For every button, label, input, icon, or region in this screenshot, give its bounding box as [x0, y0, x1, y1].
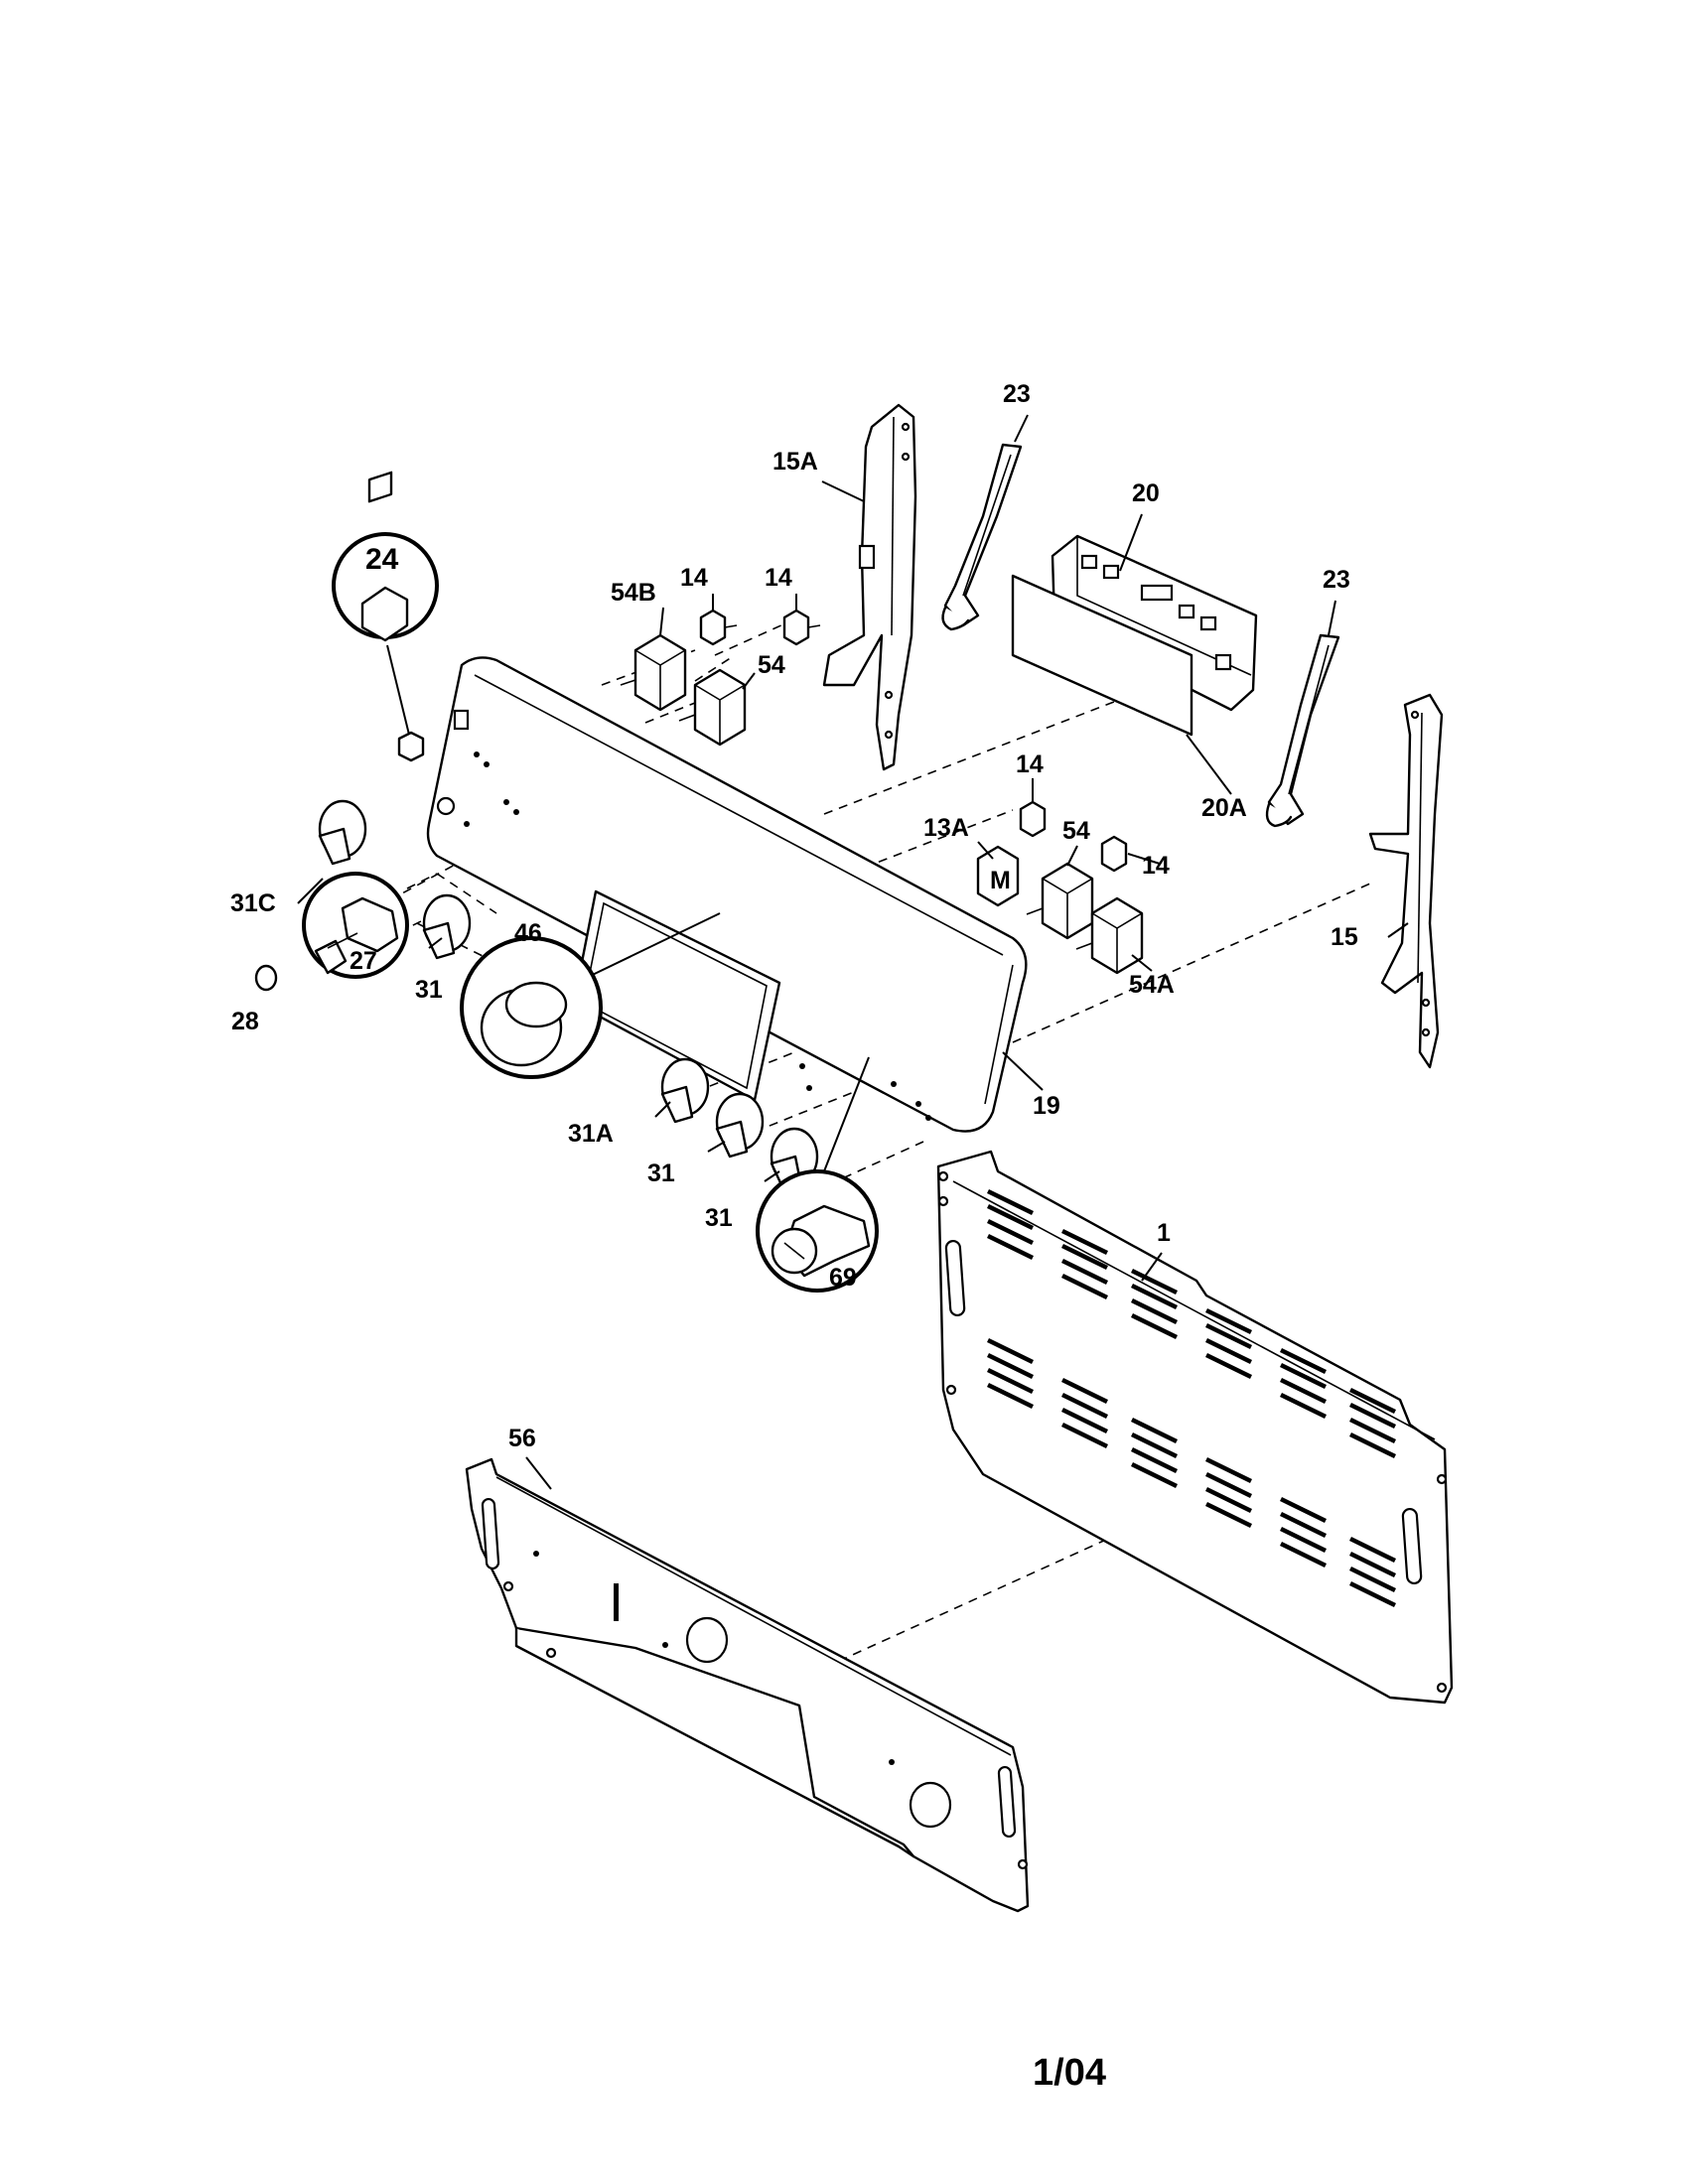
terminal-14-d — [1100, 835, 1128, 873]
control-board-20 — [1051, 534, 1258, 712]
lower-plate-56 — [465, 1457, 1030, 1913]
label-14-c: 14 — [1016, 751, 1044, 778]
callout-24 — [332, 471, 439, 736]
callout-46 — [460, 912, 721, 1079]
knob-31A — [660, 1057, 710, 1124]
switch-54-lower — [1026, 862, 1094, 940]
vent-panel-1 — [936, 1150, 1454, 1705]
label-14-b: 14 — [765, 564, 792, 592]
switch-54-upper — [678, 668, 747, 747]
label-54-lower: 54 — [1062, 817, 1090, 845]
label-15A: 15A — [772, 448, 818, 476]
switch-54A — [1075, 896, 1144, 975]
label-23-top: 23 — [1003, 380, 1031, 408]
label-14-a: 14 — [680, 564, 708, 592]
side-bracket-15A — [822, 403, 917, 771]
terminal-14-a — [699, 609, 738, 646]
label-27: 27 — [350, 947, 377, 975]
rocker-switch-24-small — [397, 731, 425, 762]
label-54A: 54A — [1129, 971, 1175, 999]
label-31-b: 31 — [647, 1160, 675, 1187]
cap-28 — [254, 964, 278, 992]
callout-69 — [756, 1056, 879, 1293]
switch-54B — [620, 633, 687, 712]
label-24: 24 — [365, 543, 399, 576]
side-bracket-15 — [1368, 693, 1444, 1069]
knob-31-mid — [715, 1092, 765, 1159]
label-69: 69 — [829, 1264, 857, 1292]
label-20A: 20A — [1201, 794, 1247, 822]
knob-31-left — [422, 893, 472, 960]
label-46: 46 — [514, 919, 542, 947]
label-23-right: 23 — [1323, 566, 1350, 594]
label-leaders — [297, 414, 1409, 1490]
label-54B: 54B — [611, 579, 656, 607]
label-28: 28 — [231, 1008, 259, 1035]
label-54-upper: 54 — [758, 651, 785, 679]
clip-23-right — [1265, 633, 1340, 828]
label-20: 20 — [1132, 479, 1160, 507]
knob-31C — [318, 799, 367, 866]
terminal-14-b — [782, 609, 821, 646]
callout-27 — [302, 872, 438, 979]
louvers-lower — [987, 1337, 1396, 1608]
label-31A: 31A — [568, 1120, 614, 1148]
overlay-20A — [1011, 574, 1193, 737]
svg-text:M: M — [990, 867, 1011, 894]
label-15: 15 — [1331, 923, 1358, 951]
label-1: 1 — [1157, 1219, 1171, 1247]
louvers-upper — [987, 1188, 1396, 1459]
part-labels: 15A 23 20 23 20A 15 24 54B 14 14 54 13A … — [230, 380, 1358, 1452]
page-footer-date: 1/04 — [1033, 2052, 1106, 2094]
label-19: 19 — [1033, 1092, 1060, 1120]
clip-23-left — [941, 443, 1023, 631]
label-31C: 31C — [230, 889, 276, 917]
label-14-d: 14 — [1142, 852, 1170, 880]
label-31-c: 31 — [705, 1204, 733, 1232]
terminal-14-c — [1019, 800, 1047, 838]
switch-13A: M — [976, 845, 1020, 907]
label-56: 56 — [508, 1425, 536, 1452]
label-13A: 13A — [923, 814, 969, 842]
label-31-a: 31 — [415, 976, 443, 1004]
